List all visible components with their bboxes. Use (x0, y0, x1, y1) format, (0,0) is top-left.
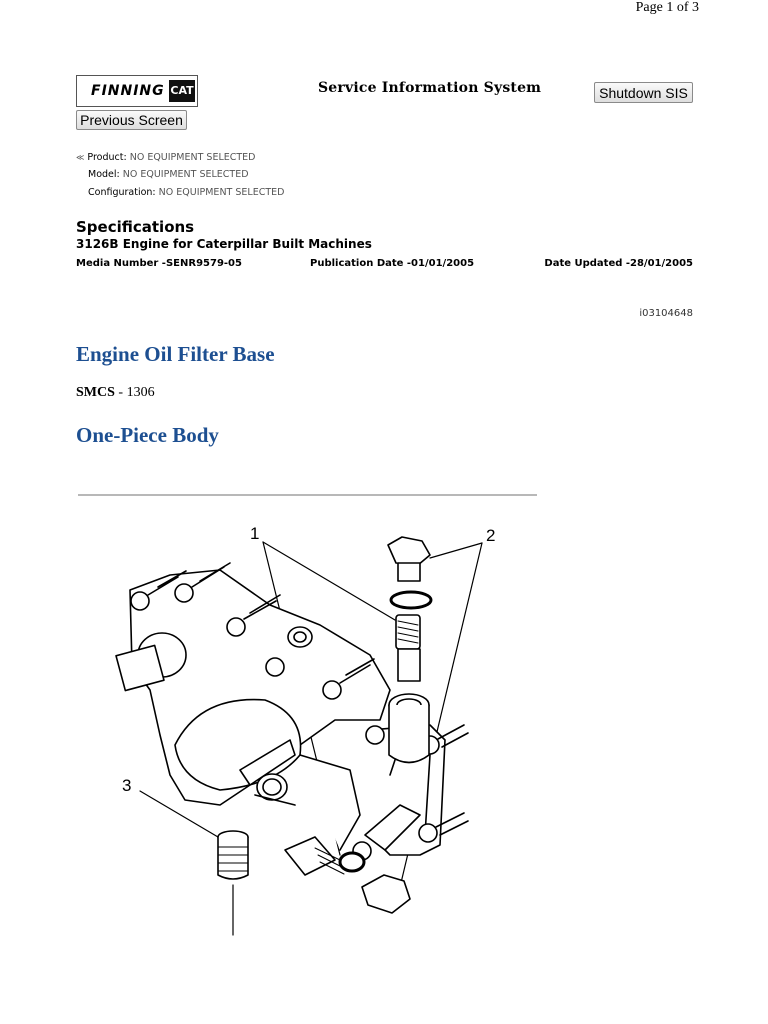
finning-wordmark: FINNING (91, 83, 165, 99)
plug-bottom-left (217, 830, 249, 880)
subsection-title: One-Piece Body (76, 423, 219, 447)
previous-screen-button[interactable]: Previous Screen (76, 110, 187, 130)
configuration-value: NO EQUIPMENT SELECTED (158, 187, 285, 198)
model-label: Model: (88, 169, 120, 180)
media-number: Media Number -SENR9579-05 (76, 258, 242, 269)
product-value: NO EQUIPMENT SELECTED (129, 152, 256, 163)
callout-2: 2 (486, 526, 495, 545)
divider (78, 494, 537, 496)
smcs-code: SMCS - 1306 (76, 385, 155, 401)
mounting-bolts (130, 562, 469, 861)
finning-cat-logo: FINNING CAT (76, 75, 198, 107)
oil-filter-base-illustration: 1 2 3 (115, 524, 495, 936)
model-value: NO EQUIPMENT SELECTED (122, 169, 249, 180)
callout-1: 1 (250, 524, 259, 543)
smcs-value: - 1306 (114, 385, 155, 400)
product-row: ≪ Product: NO EQUIPMENT SELECTED (76, 152, 256, 163)
relief-valve-top (388, 614, 430, 764)
cat-logo-icon: CAT (169, 80, 195, 102)
section-title: Engine Oil Filter Base (76, 342, 275, 366)
page-number: Page 1 of 3 (635, 0, 699, 15)
sis-title: Service Information System (318, 80, 542, 96)
filter-base-housing (115, 569, 391, 851)
relief-valve-bottom (284, 836, 366, 876)
configuration-row: Configuration: NO EQUIPMENT SELECTED (88, 187, 284, 198)
configuration-label: Configuration: (88, 187, 156, 198)
model-row: Model: NO EQUIPMENT SELECTED (88, 169, 249, 180)
plug-top (387, 536, 433, 610)
product-label: Product: (87, 152, 127, 163)
shutdown-sis-button[interactable]: Shutdown SIS (594, 82, 693, 103)
document-subtitle: 3126B Engine for Caterpillar Built Machi… (76, 237, 372, 251)
date-updated: Date Updated -28/01/2005 (544, 258, 693, 269)
plug-bottom (361, 874, 411, 914)
document-id: i03104648 (639, 308, 693, 319)
publication-date: Publication Date -01/01/2005 (310, 258, 475, 269)
page-heading: Specifications (76, 218, 195, 236)
smcs-label: SMCS (76, 385, 115, 400)
callout-3: 3 (122, 776, 131, 795)
collapse-arrow-icon[interactable]: ≪ (76, 153, 85, 162)
